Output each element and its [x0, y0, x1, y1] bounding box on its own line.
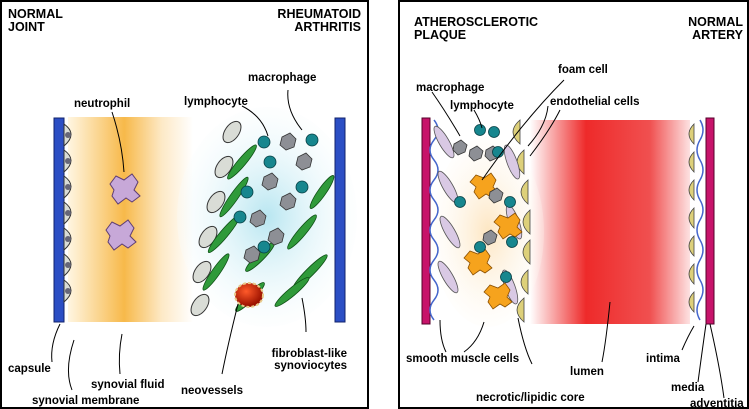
artery-plaque-title: ATHEROSCLEROTIC PLAQUE: [414, 16, 538, 42]
label-synovial-fluid: synovial fluid: [91, 379, 165, 391]
label-neovessels: neovessels: [181, 385, 243, 397]
label-macrophage: macrophage: [248, 72, 316, 84]
joint-normal-title: NORMAL JOINT: [8, 8, 63, 34]
joint-panel: NORMAL JOINT RHEUMATOID ARTHRITIS macrop…: [0, 0, 369, 409]
label-necrotic-core: necrotic/lipidic core: [476, 392, 585, 404]
normal-wall: [706, 118, 714, 324]
neovessel: [235, 283, 263, 307]
artery-normal-title: NORMAL ARTERY: [688, 16, 743, 42]
label-lumen: lumen: [570, 366, 604, 378]
plaque-wall: [422, 118, 430, 324]
joint-rheumatoid-title: RHEUMATOID ARTHRITIS: [277, 8, 361, 34]
label-lymphocyte-artery: lymphocyte: [450, 100, 514, 112]
label-fibroblast: fibroblast-like synoviocytes: [272, 348, 347, 372]
label-foam-cell: foam cell: [558, 64, 608, 76]
label-capsule: capsule: [8, 363, 51, 375]
label-lymphocyte: lymphocyte: [184, 96, 248, 108]
artery-panel: ATHEROSCLEROTIC PLAQUE NORMAL ARTERY foa…: [398, 0, 749, 409]
label-adventitia: adventitia: [690, 398, 744, 409]
label-neutrophil: neutrophil: [74, 98, 130, 110]
synovial-fluid-area: [68, 117, 193, 322]
label-smooth-muscle: smooth muscle cells: [406, 353, 519, 365]
label-media: media: [671, 382, 704, 394]
normal-elastic-lamina: [697, 120, 703, 320]
left-capsule-bar: [54, 118, 64, 322]
right-capsule-bar: [335, 118, 345, 322]
label-macrophage-artery: macrophage: [416, 82, 484, 94]
label-endothelial: endothelial cells: [550, 96, 639, 108]
lumen-area: [530, 120, 690, 324]
label-intima: intima: [646, 353, 680, 365]
label-synovial-membrane: synovial membrane: [32, 395, 139, 407]
